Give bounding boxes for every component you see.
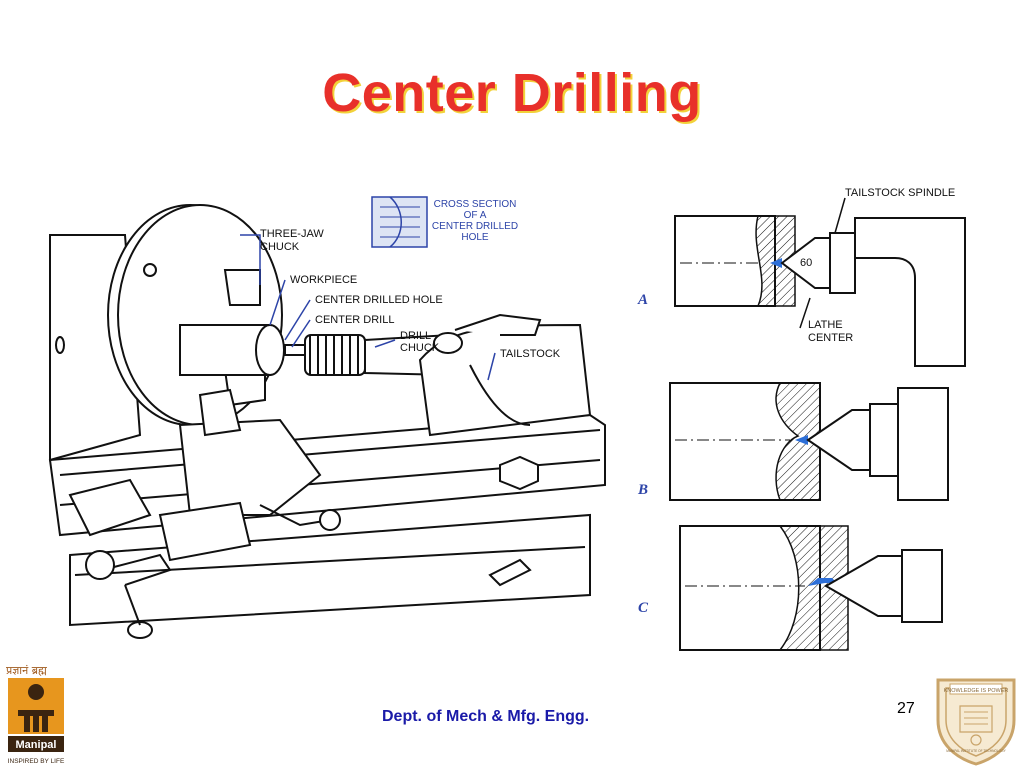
crest-ring-text: MANIPAL INSTITUTE OF TECHNOLOGY — [946, 749, 1006, 753]
label-workpiece: WORKPIECE — [290, 274, 357, 286]
detail-row-a: TAILSTOCK SPINDLE 60 LATHE CENTER A — [637, 187, 966, 367]
row-label-b: B — [637, 482, 648, 498]
label-center-drilled-hole: CENTER DRILLED HOLE — [315, 294, 443, 306]
row-label-c: C — [638, 600, 649, 616]
center-detail-figure: TAILSTOCK SPINDLE 60 LATHE CENTER A B C — [637, 187, 966, 651]
footer-department: Dept. of Mech & Mfg. Engg. — [382, 708, 590, 725]
label-tailstock-spindle: TAILSTOCK SPINDLE — [845, 187, 955, 199]
label-three-jaw-chuck-1: THREE-JAW — [260, 228, 324, 240]
detail-row-b: B — [637, 382, 949, 501]
lathe-illustration: THREE-JAW CHUCK WORKPIECE CENTER DRILLED… — [48, 196, 606, 639]
label-center-drill: CENTER DRILL — [315, 314, 394, 326]
detail-row-c: C — [638, 525, 943, 651]
logo-manipal-name: Manipal — [16, 739, 57, 751]
manipal-logo: प्रज्ञानं ब्रह्म Manipal INSPIRED BY LIF… — [6, 664, 65, 765]
cross-section-line-1: CROSS SECTION — [434, 199, 517, 210]
institute-crest: KNOWLEDGE IS POWER MANIPAL INSTITUTE OF … — [936, 678, 1016, 766]
cross-section-line-4: HOLE — [461, 232, 489, 243]
label-lathe-center-1: LATHE — [808, 319, 843, 331]
logo-tagline: INSPIRED BY LIFE — [8, 758, 65, 765]
label-drill-chuck-1: DRILL — [400, 330, 431, 342]
row-label-a: A — [637, 292, 648, 308]
label-lathe-center-2: CENTER — [808, 332, 853, 344]
label-drill-chuck-2: CHUCK — [400, 342, 440, 354]
label-three-jaw-chuck-2: CHUCK — [260, 241, 300, 253]
cross-section-line-3: CENTER DRILLED — [432, 221, 518, 232]
label-angle: 60 — [800, 257, 812, 269]
cross-section-inset: CROSS SECTION OF A CENTER DRILLED HOLE — [371, 196, 518, 248]
slide-title: Center Drilling — [322, 63, 702, 123]
label-tailstock: TAILSTOCK — [500, 348, 561, 360]
cross-section-line-2: OF A — [464, 210, 487, 221]
page-number: 27 — [897, 700, 915, 717]
crest-motto: KNOWLEDGE IS POWER — [944, 688, 1009, 694]
logo-sanskrit-text: प्रज्ञानं ब्रह्म — [6, 664, 47, 677]
